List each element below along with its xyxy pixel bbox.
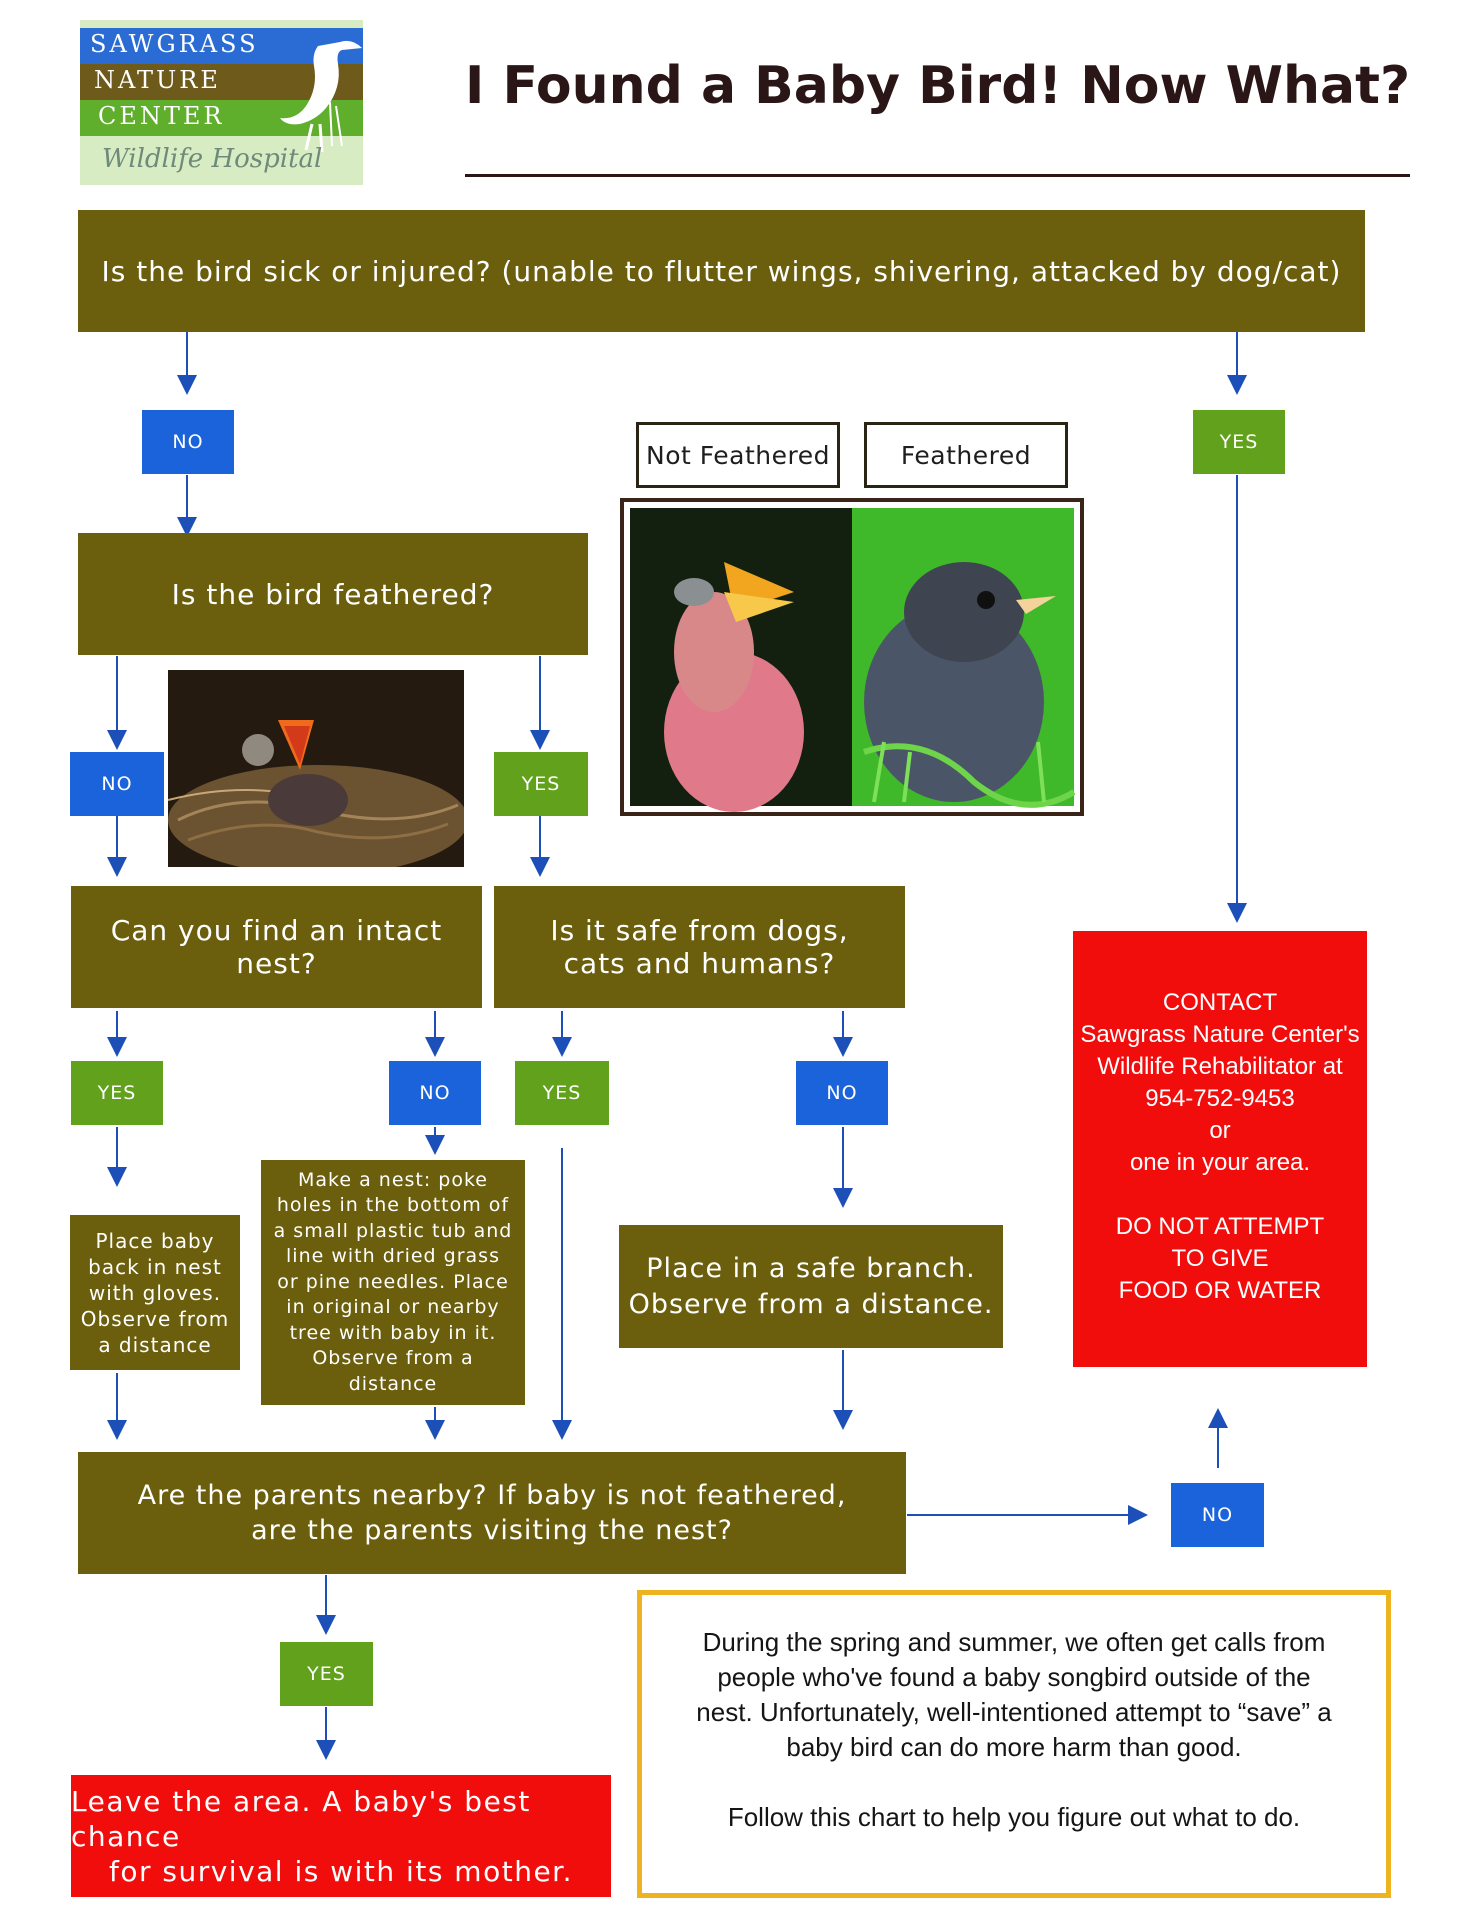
action-leave-area: Leave the area. A baby's best chance for…	[71, 1775, 611, 1897]
question-safe-text: Is it safe from dogs, cats and humans?	[550, 914, 849, 980]
logo-line-1: SAWGRASS	[90, 30, 259, 58]
contact-line-2: Sawgrass Nature Center's	[1080, 1021, 1360, 1048]
logo-line-3: CENTER	[98, 102, 225, 130]
action-leave-line2: for survival is with its mother.	[108, 1854, 574, 1888]
contact-phone[interactable]: 954-752-9453	[1145, 1085, 1295, 1112]
answer-no-sick: NO	[142, 410, 234, 474]
contact-warning-2: TO GIVE	[1171, 1245, 1269, 1272]
info-box: During the spring and summer, we often g…	[637, 1590, 1391, 1898]
answer-no-nest: NO	[389, 1061, 481, 1125]
answer-no-safe: NO	[796, 1061, 888, 1125]
page-title: I Found a Baby Bird! Now What?	[465, 56, 1411, 116]
action-place-back-in-nest: Place baby back in nest with gloves. Obs…	[70, 1215, 240, 1370]
answer-yes-safe: YES	[515, 1061, 609, 1125]
action-make-nest-text: Make a nest: poke holes in the bottom of…	[273, 1168, 513, 1395]
action-make-nest: Make a nest: poke holes in the bottom of…	[261, 1160, 525, 1405]
contact-warning-1: DO NOT ATTEMPT	[1115, 1213, 1325, 1240]
logo-line-4: Wildlife Hospital	[102, 144, 323, 174]
info-paragraph: During the spring and summer, we often g…	[696, 1627, 1332, 1762]
logo-line-2: NATURE	[94, 66, 221, 94]
info-cta: Follow this chart to help you figure out…	[727, 1802, 1301, 1832]
contact-line-6: one in your area.	[1129, 1149, 1311, 1176]
label-feathered: Feathered	[864, 422, 1068, 488]
contact-line-5: or	[1209, 1117, 1231, 1144]
action-safe-branch-line2: Observe from a distance.	[628, 1288, 994, 1320]
answer-yes-feathered: YES	[494, 752, 588, 816]
question-parents-line2: are the parents visiting the nest?	[251, 1515, 733, 1546]
action-leave-line1: Leave the area. A baby's best chance	[71, 1784, 531, 1853]
heron-icon	[280, 40, 362, 153]
contact-spacer	[1073, 1179, 1367, 1211]
question-sick-or-injured: Is the bird sick or injured? (unable to …	[78, 210, 1365, 332]
logo: SAWGRASS NATURE CENTER Wildlife Hospital	[80, 20, 363, 185]
action-safe-branch-line1: Place in a safe branch.	[646, 1252, 976, 1284]
nestling-photo	[168, 670, 464, 867]
question-intact-nest: Can you find an intact nest?	[71, 886, 482, 1008]
contact-line-1: CONTACT	[1162, 989, 1278, 1016]
contact-warning-3: FOOD OR WATER	[1118, 1277, 1322, 1304]
feathered-comparison-photo	[620, 498, 1084, 816]
contact-rehabilitator-box: CONTACT Sawgrass Nature Center's Wildlif…	[1073, 931, 1367, 1367]
label-not-feathered: Not Feathered	[636, 422, 840, 488]
action-place-back-text: Place baby back in nest with gloves. Obs…	[80, 1228, 230, 1357]
question-safe-from-predators: Is it safe from dogs, cats and humans?	[494, 886, 905, 1008]
question-parents-nearby: Are the parents nearby? If baby is not f…	[78, 1452, 906, 1574]
answer-yes-nest: YES	[71, 1061, 163, 1125]
contact-line-3: Wildlife Rehabilitator at	[1097, 1053, 1343, 1080]
answer-yes-parents: YES	[280, 1642, 373, 1706]
action-safe-branch: Place in a safe branch. Observe from a d…	[619, 1225, 1003, 1348]
answer-yes-sick: YES	[1193, 410, 1285, 474]
answer-no-parents: NO	[1171, 1483, 1264, 1547]
answer-no-feathered: NO	[70, 752, 164, 816]
question-feathered: Is the bird feathered?	[78, 533, 588, 655]
question-intact-nest-text: Can you find an intact nest?	[110, 914, 443, 980]
title-underline	[465, 174, 1410, 177]
question-parents-line1: Are the parents nearby? If baby is not f…	[137, 1480, 847, 1511]
